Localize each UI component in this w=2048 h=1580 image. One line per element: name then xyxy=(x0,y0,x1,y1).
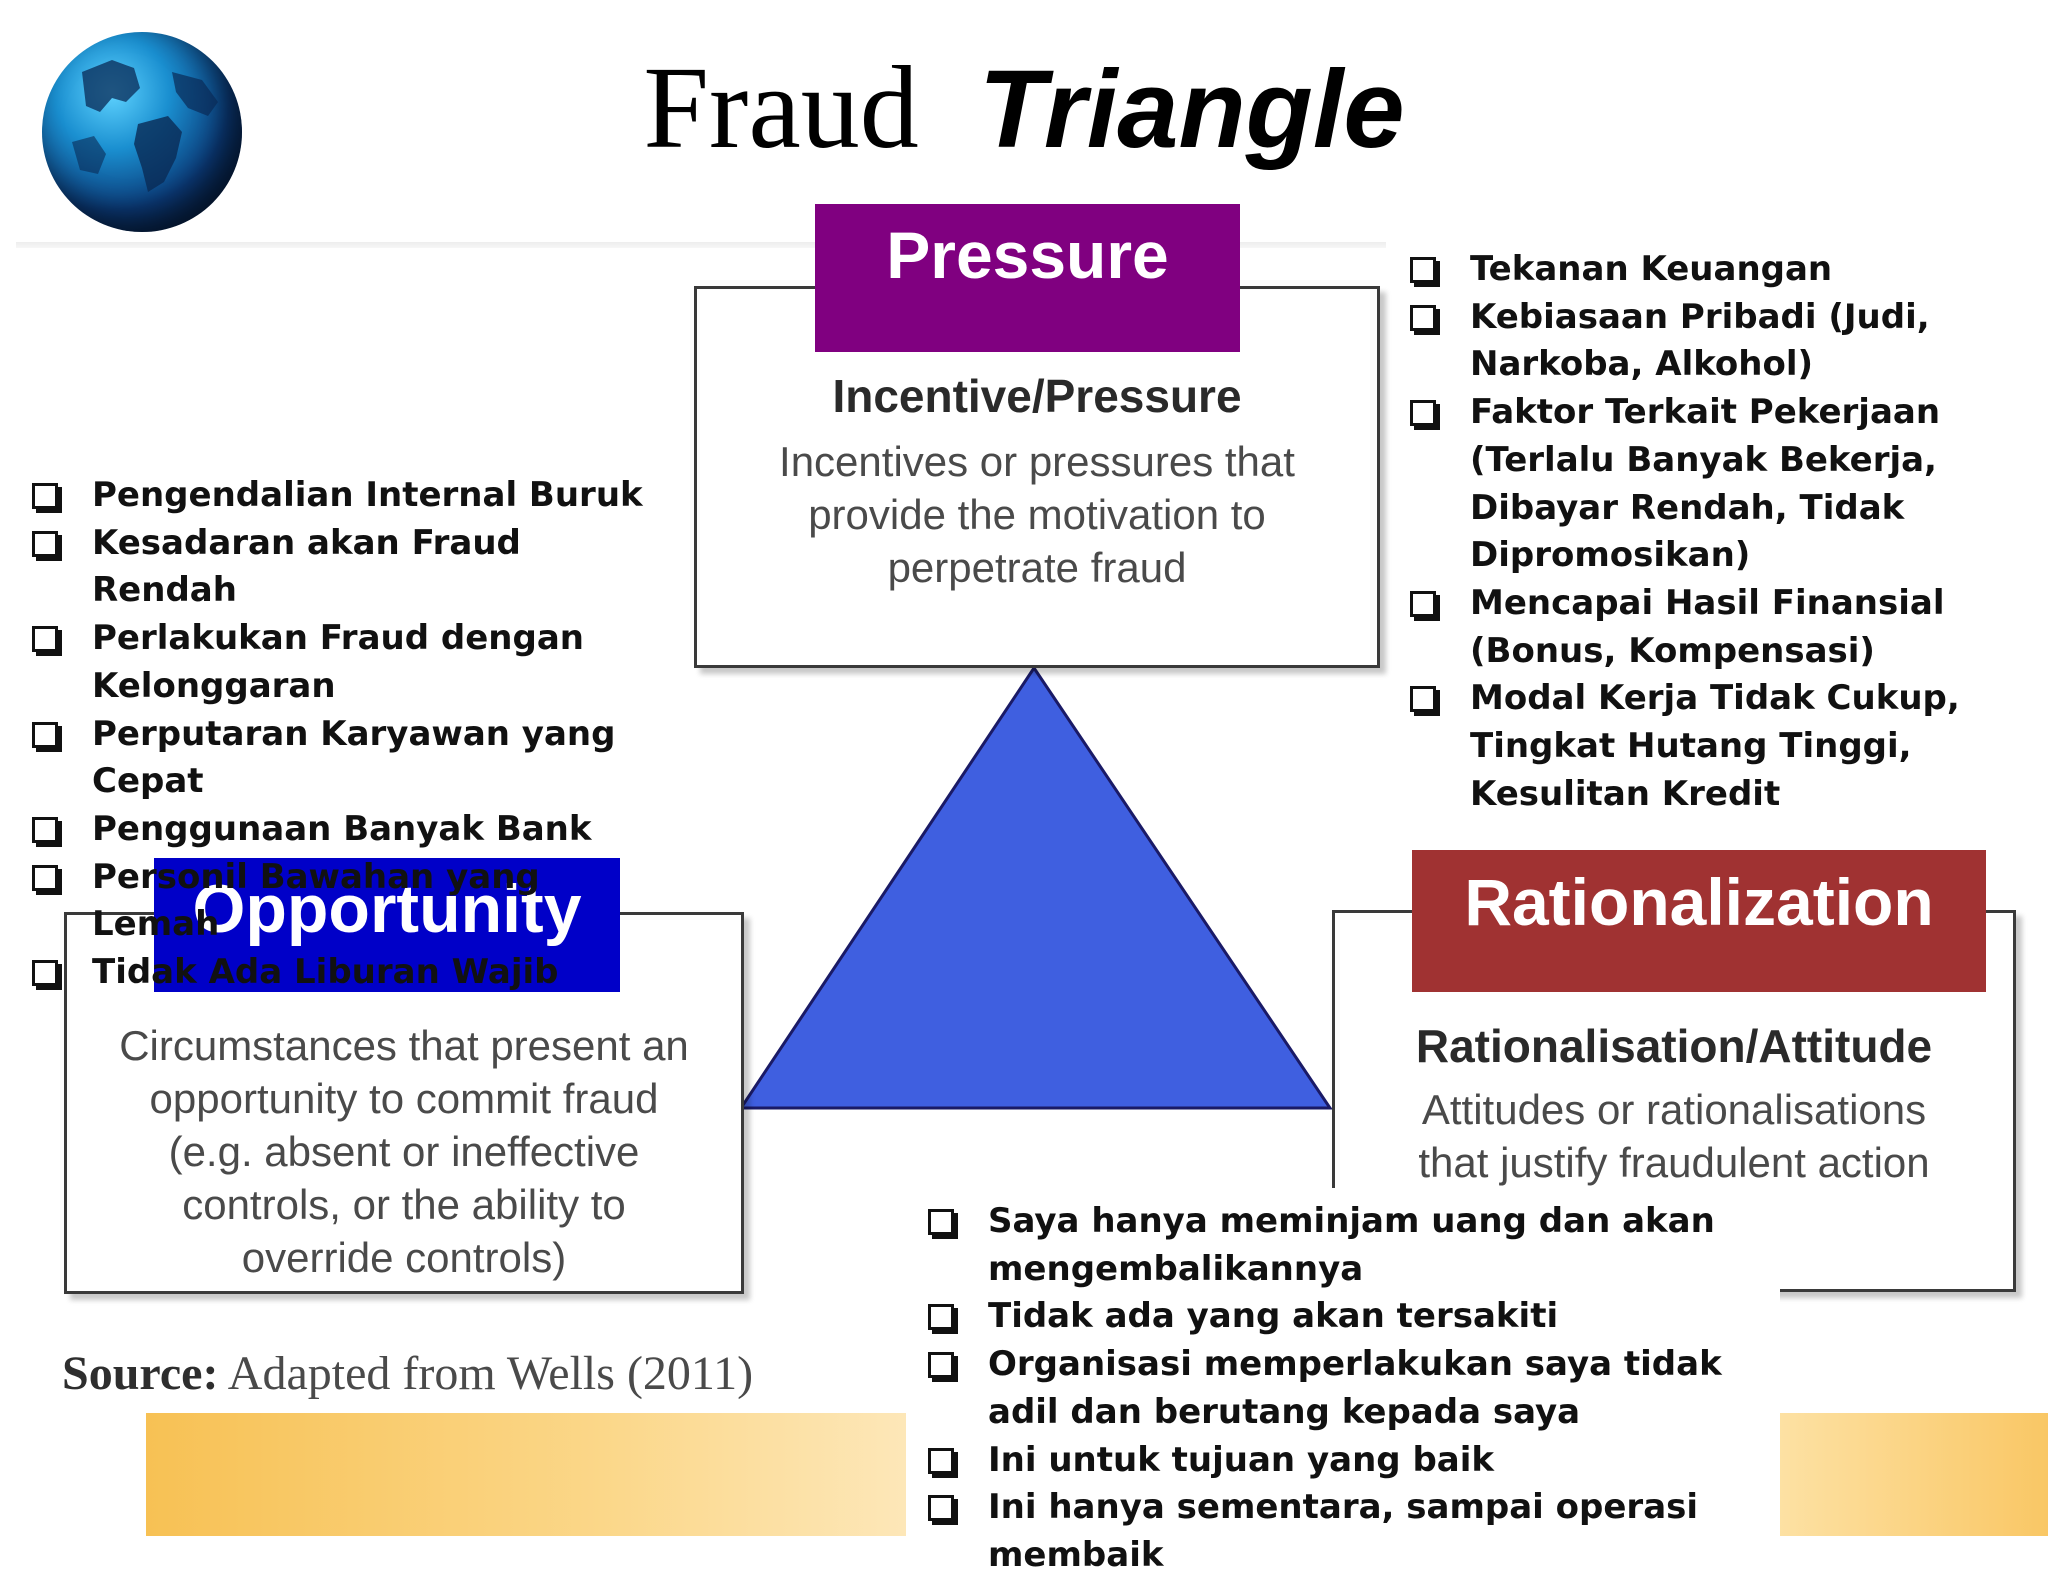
bullet-text: Modal Kerja Tidak Cukup, Tingkat Hutang … xyxy=(1470,678,1960,814)
list-item: Pengendalian Internal Buruk xyxy=(30,472,670,520)
list-item: Tidak ada yang akan tersakiti xyxy=(926,1293,1776,1341)
list-item: Modal Kerja Tidak Cukup, Tingkat Hutang … xyxy=(1408,675,2048,818)
checkbox-bullet-icon xyxy=(32,483,58,509)
list-item: Perlakukan Fraud dengan Kelonggaran xyxy=(30,615,670,710)
checkbox-bullet-icon xyxy=(1410,400,1436,427)
checkbox-bullet-icon xyxy=(32,864,58,891)
list-item: Perputaran Karyawan yang Cepat xyxy=(30,711,670,806)
bullet-text: Organisasi memperlakukan saya tidak adil… xyxy=(988,1344,1722,1432)
source-citation: Source: Adapted from Wells (2011) xyxy=(62,1346,753,1401)
bullet-text: Ini hanya sementara, sampai operasi memb… xyxy=(988,1487,1699,1575)
bullet-text: Pengendalian Internal Buruk xyxy=(92,475,643,515)
checkbox-bullet-icon xyxy=(32,721,58,748)
list-item: Penggunaan Banyak Bank xyxy=(30,806,670,854)
list-item: Kebiasaan Pribadi (Judi, Narkoba, Alkoho… xyxy=(1408,294,2048,389)
list-item: Tekanan Keuangan xyxy=(1408,246,2048,294)
description-line: (e.g. absent or ineffective xyxy=(168,1128,640,1175)
bullet-text: Personil Bawahan yang Lemah xyxy=(92,856,540,945)
bullet-text: Ini untuk tujuan yang baik xyxy=(988,1439,1494,1480)
list-item: Tidak Ada Liburan Wajib xyxy=(30,949,670,997)
description-line: controls, or the ability to xyxy=(182,1181,626,1228)
description-line: opportunity to commit fraud xyxy=(149,1075,659,1122)
checkbox-bullet-icon xyxy=(928,1495,954,1522)
bullet-text: Tidak Ada Liburan Wajib xyxy=(92,952,559,993)
checkbox-bullet-icon xyxy=(928,1352,954,1379)
slide-title: Fraud Triangle xyxy=(0,40,2048,176)
description-line: override controls) xyxy=(241,1234,567,1281)
list-item: Ini untuk tujuan yang baik xyxy=(926,1437,1776,1485)
description-line: Incentives or pressures that xyxy=(779,438,1295,485)
checkbox-bullet-icon xyxy=(928,1209,954,1235)
checkbox-bullet-icon xyxy=(32,530,58,557)
pressure-label: Pressure xyxy=(815,204,1240,352)
bullet-text: Penggunaan Banyak Bank xyxy=(92,808,592,849)
bullet-text: Tekanan Keuangan xyxy=(1470,249,1833,289)
checkbox-bullet-icon xyxy=(1410,590,1436,617)
description-line: perpetrate fraud xyxy=(887,544,1187,591)
description-line: Circumstances that present an xyxy=(119,1022,689,1069)
checkbox-bullet-icon xyxy=(1410,257,1436,283)
opportunity-bullet-list: Pengendalian Internal Buruk Kesadaran ak… xyxy=(30,472,670,997)
checkbox-bullet-icon xyxy=(928,1304,954,1331)
rationalization-label: Rationalization xyxy=(1412,850,1986,992)
globe-logo-icon xyxy=(42,32,242,232)
rationalization-bullet-list: Saya hanya meminjam uang dan akan mengem… xyxy=(926,1198,1776,1580)
list-item: Ini hanya sementara, sampai operasi memb… xyxy=(926,1484,1776,1579)
rationalization-list-panel xyxy=(906,1188,1780,1536)
source-prefix: Source: xyxy=(62,1347,219,1400)
rationalisation-attitude-description: Attitudes or rationalisations that justi… xyxy=(1335,1083,2013,1189)
opportunity-label: Opportunity xyxy=(154,858,620,992)
checkbox-bullet-icon xyxy=(32,816,58,843)
bullet-text: Kebiasaan Pribadi (Judi, Narkoba, Alkoho… xyxy=(1470,296,1930,385)
list-item: Mencapai Hasil Finansial (Bonus, Kompens… xyxy=(1408,580,2048,675)
bullet-text: Kesadaran akan Fraud Rendah xyxy=(92,522,521,611)
pressure-bullet-list: Tekanan Keuangan Kebiasaan Pribadi (Judi… xyxy=(1408,246,2048,818)
description-line: provide the motivation to xyxy=(808,491,1266,538)
header-divider xyxy=(16,242,1386,248)
bullet-text: Mencapai Hasil Finansial (Bonus, Kompens… xyxy=(1470,582,1945,671)
bullet-text: Tidak ada yang akan tersakiti xyxy=(988,1296,1559,1337)
checkbox-bullet-icon xyxy=(928,1447,954,1474)
bullet-text: Perlakukan Fraud dengan Kelonggaran xyxy=(92,618,584,706)
fraud-triangle-shape xyxy=(738,665,1333,1110)
checkbox-bullet-icon xyxy=(32,626,58,653)
list-item: Personil Bawahan yang Lemah xyxy=(30,854,670,949)
checkbox-bullet-icon xyxy=(32,960,58,987)
list-item: Faktor Terkait Pekerjaan (Terlalu Banyak… xyxy=(1408,389,2048,580)
bullet-text: Saya hanya meminjam uang dan akan mengem… xyxy=(988,1201,1715,1289)
bullet-text: Perputaran Karyawan yang Cepat xyxy=(92,713,616,802)
footer-band-right xyxy=(1780,1413,2048,1536)
bullet-text: Faktor Terkait Pekerjaan (Terlalu Banyak… xyxy=(1470,392,1941,576)
list-item: Organisasi memperlakukan saya tidak adil… xyxy=(926,1341,1776,1436)
description-line: Attitudes or rationalisations xyxy=(1421,1086,1927,1133)
footer-band-left xyxy=(146,1413,906,1536)
list-item: Kesadaran akan Fraud Rendah xyxy=(30,520,670,615)
list-item: Saya hanya meminjam uang dan akan mengem… xyxy=(926,1198,1776,1293)
description-line: that justify fraudulent action xyxy=(1418,1139,1930,1186)
title-part-fraud: Fraud xyxy=(643,42,919,173)
checkbox-bullet-icon xyxy=(1410,686,1436,713)
triangle-polygon xyxy=(738,665,1333,1110)
source-text: Adapted from Wells (2011) xyxy=(227,1347,754,1400)
rationalisation-attitude-heading: Rationalisation/Attitude xyxy=(1415,1020,1933,1072)
incentive-pressure-heading: Incentive/Pressure xyxy=(832,370,1242,422)
title-part-triangle: Triangle xyxy=(978,48,1405,171)
incentive-pressure-description: Incentives or pressures that provide the… xyxy=(697,435,1377,594)
opportunity-description: Circumstances that present an opportunit… xyxy=(67,1019,741,1284)
checkbox-bullet-icon xyxy=(1410,304,1436,331)
